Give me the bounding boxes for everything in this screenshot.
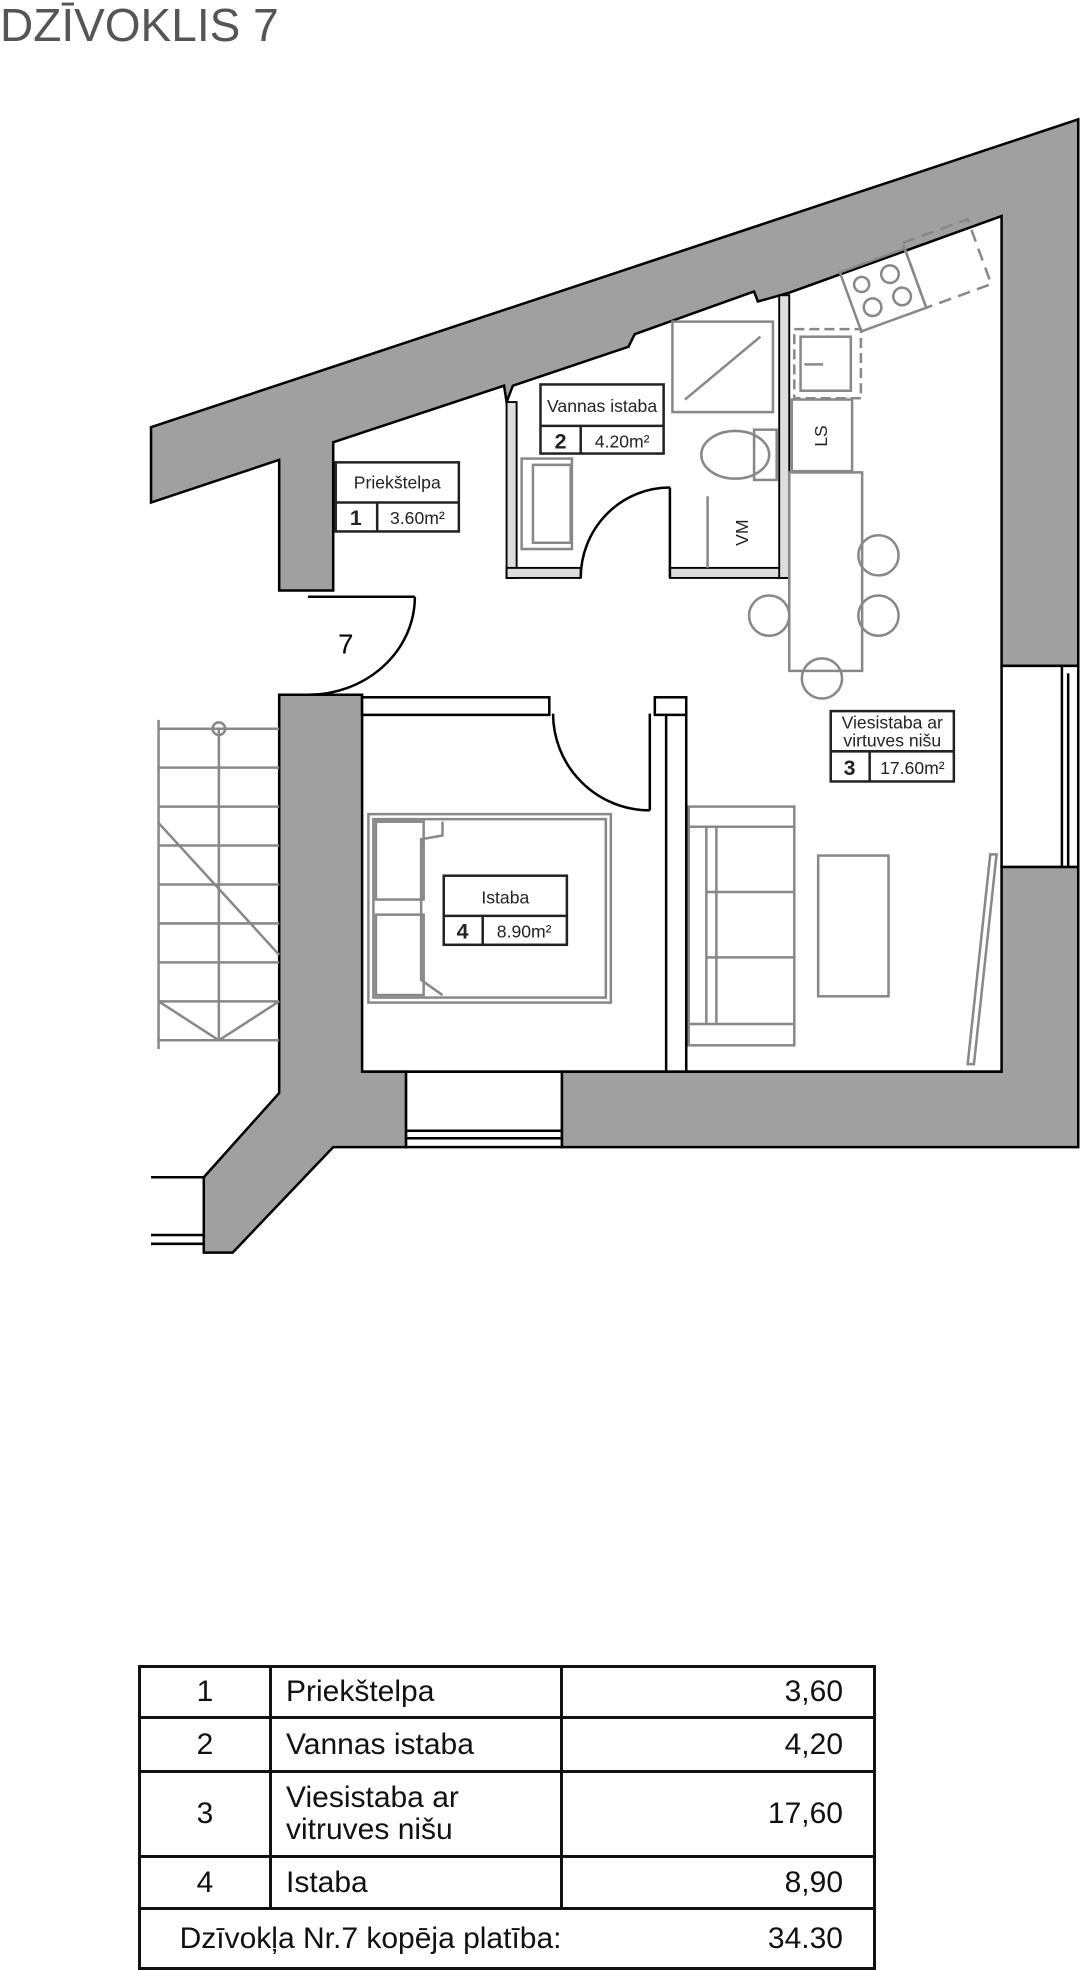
partition-wall bbox=[664, 712, 688, 1073]
svg-text:Viesistaba ar: Viesistaba ar bbox=[842, 713, 943, 733]
svg-text:17.60m²: 17.60m² bbox=[880, 758, 945, 778]
area-table: 1 Priekštelpa 3,60 2 Vannas istaba 4,20 … bbox=[138, 1665, 876, 1970]
shower bbox=[671, 320, 775, 414]
svg-text:8.90m²: 8.90m² bbox=[497, 921, 552, 941]
svg-text:Vannas istaba: Vannas istaba bbox=[547, 396, 657, 416]
left-wall bbox=[202, 693, 408, 1254]
svg-text:3: 3 bbox=[844, 756, 856, 780]
apartment-number: 7 bbox=[338, 628, 353, 659]
table-row: 2 Vannas istaba 4,20 bbox=[138, 1716, 876, 1773]
entrance-door[interactable] bbox=[308, 595, 417, 697]
toilet bbox=[700, 428, 778, 482]
staircase bbox=[157, 719, 281, 1050]
room-label-4: Istaba 4 8.90m² bbox=[442, 874, 569, 947]
room-label-3: Viesistaba ar virtuves nišu 3 17.60m² bbox=[829, 709, 956, 783]
page-title: DZĪVOKLIS 7 bbox=[0, 0, 279, 51]
svg-text:virtuves nišu: virtuves nišu bbox=[843, 730, 941, 750]
table-row: 4 Istaba 8,90 bbox=[138, 1855, 876, 1910]
svg-text:4: 4 bbox=[457, 920, 469, 944]
svg-text:LS: LS bbox=[811, 425, 831, 447]
svg-text:2: 2 bbox=[555, 430, 567, 454]
sofa bbox=[687, 805, 796, 1047]
room-label-2: Vannas istaba 2 4.20m² bbox=[539, 383, 665, 455]
svg-text:Istaba: Istaba bbox=[481, 887, 529, 907]
table-row: 1 Priekštelpa 3,60 bbox=[138, 1665, 876, 1719]
window-right bbox=[1000, 664, 1080, 869]
stove bbox=[838, 217, 993, 333]
dining-table bbox=[747, 471, 900, 700]
svg-text:4.20m²: 4.20m² bbox=[595, 431, 650, 451]
svg-text:1: 1 bbox=[350, 506, 362, 530]
window-bottom bbox=[404, 1070, 564, 1149]
total-row: Dzīvokļa Nr.7 kopēja platība: 34.30 bbox=[138, 1907, 876, 1970]
bathroom-door[interactable] bbox=[579, 486, 672, 578]
room-label-1: Priekštelpa 1 3.60m² bbox=[334, 461, 461, 533]
bottom-wall bbox=[560, 865, 1080, 1149]
washing-machine: VM bbox=[706, 496, 752, 568]
coffee-table bbox=[816, 854, 890, 998]
bedroom-door[interactable] bbox=[360, 696, 652, 812]
dishwasher: LS bbox=[790, 398, 854, 473]
kitchen-sink bbox=[793, 327, 863, 400]
svg-text:3.60m²: 3.60m² bbox=[390, 508, 445, 528]
mirror bbox=[966, 853, 998, 1066]
bathroom-sink bbox=[520, 457, 574, 551]
svg-text:Priekštelpa: Priekštelpa bbox=[354, 473, 441, 493]
bathroom-walls bbox=[505, 294, 791, 579]
svg-text:VM: VM bbox=[732, 520, 752, 546]
bed bbox=[367, 812, 613, 1004]
